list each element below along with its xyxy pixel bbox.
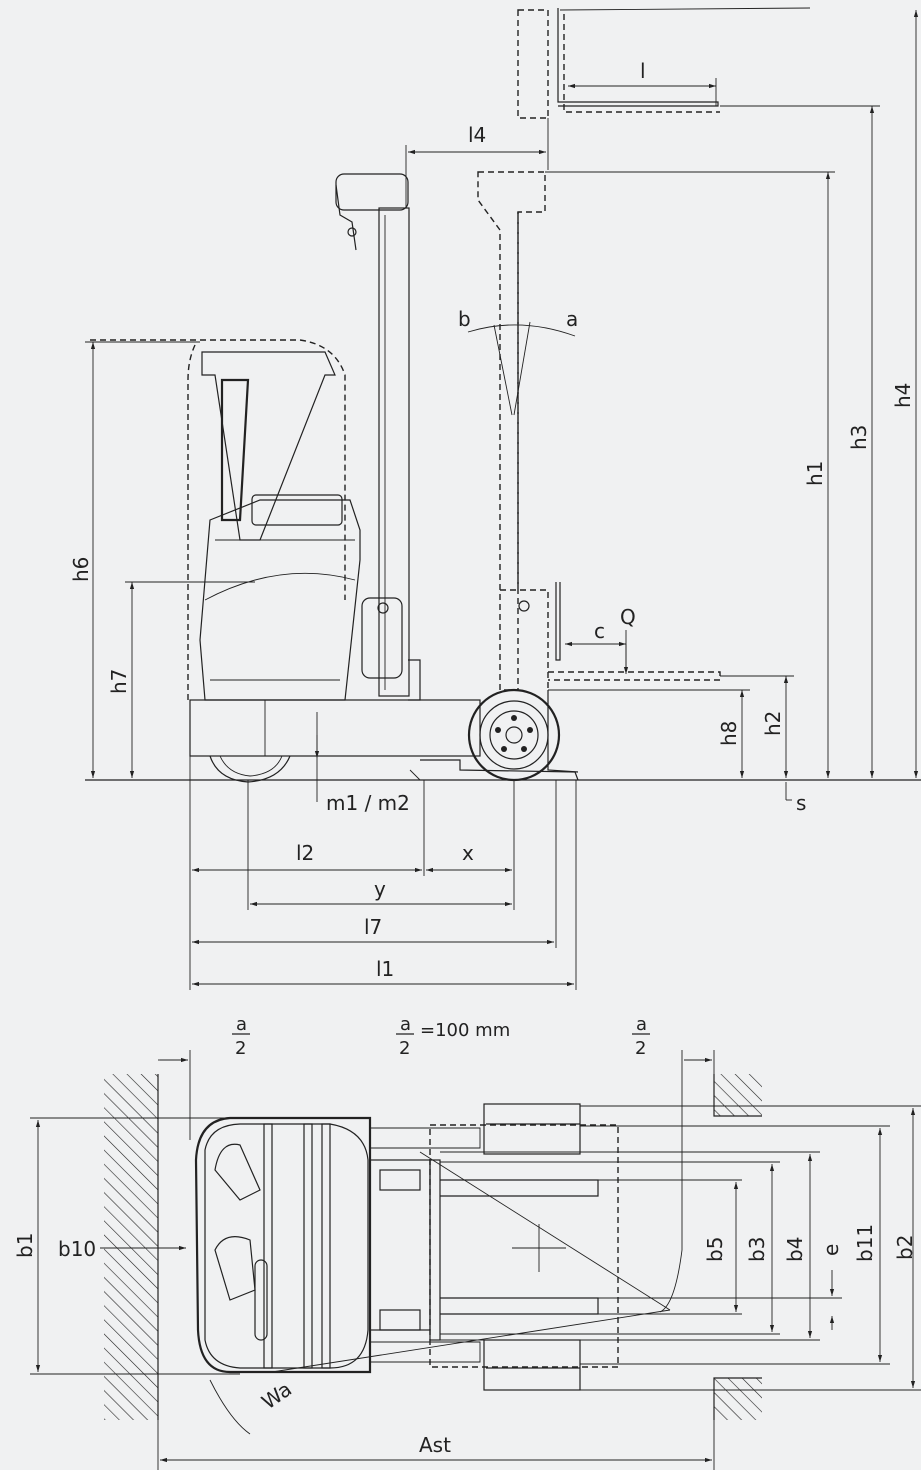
frac-right-den: 2 <box>635 1038 646 1059</box>
length-dimensions <box>189 756 577 990</box>
label-b: b <box>458 307 471 331</box>
label-h4: h4 <box>891 383 915 408</box>
height-dimensions <box>85 10 919 802</box>
overhead-guard <box>90 339 346 700</box>
forks-top <box>271 1103 683 1391</box>
label-h2: h2 <box>761 711 785 736</box>
label-l7: l7 <box>364 915 382 939</box>
wall-right-bottom <box>714 1378 762 1420</box>
top-view: a 2 a 2 =100 mm a 2 b10 Ast Wa b1 b5 b3 … <box>13 1014 921 1470</box>
label-h8: h8 <box>717 721 741 746</box>
truck-top-outline <box>194 1116 481 1374</box>
label-b11: b11 <box>853 1224 877 1262</box>
load-outline <box>429 1124 619 1368</box>
frac-mid-num: a <box>400 1014 411 1035</box>
label-l2: l2 <box>296 841 314 865</box>
frac-left-den: 2 <box>235 1038 246 1059</box>
frac-left-num: a <box>236 1014 247 1035</box>
load-wheel <box>467 688 561 782</box>
label-l4: l4 <box>468 123 486 147</box>
frac-mid-den: 2 <box>399 1038 410 1059</box>
label-b10: b10 <box>58 1237 96 1261</box>
label-Q: Q <box>620 605 636 629</box>
drive-wheel <box>209 755 291 783</box>
wa-arc <box>209 1379 251 1435</box>
label-Ast: Ast <box>419 1433 451 1457</box>
label-h6: h6 <box>69 557 93 582</box>
label-h3: h3 <box>847 425 871 450</box>
truck-body <box>189 494 579 781</box>
frac-right-num: a <box>636 1014 647 1035</box>
label-e: e <box>819 1244 843 1256</box>
fraction-left: a 2 <box>232 1014 250 1059</box>
wall-right-top <box>714 1074 762 1116</box>
label-a: a <box>566 307 578 331</box>
label-m1m2: m1 / m2 <box>326 791 410 815</box>
wall-left <box>104 1074 158 1420</box>
raised-fork <box>517 7 811 119</box>
label-l1: l1 <box>376 957 394 981</box>
label-b3: b3 <box>745 1237 769 1262</box>
reach-mast-dashed <box>467 171 835 691</box>
label-s: s <box>796 791 806 815</box>
label-h1: h1 <box>803 461 827 486</box>
fraction-right: a 2 <box>632 1014 650 1059</box>
side-view: l l4 b a c Q s m1 / m2 l2 x y l7 l1 h6 h… <box>69 7 921 990</box>
label-Wa: Wa <box>257 1377 296 1414</box>
frac-mid-eq: =100 mm <box>420 1020 510 1041</box>
label-b1: b1 <box>13 1233 37 1258</box>
fraction-mid: a 2 =100 mm <box>396 1014 510 1059</box>
label-l: l <box>640 59 646 83</box>
label-b4: b4 <box>783 1237 807 1262</box>
top-dimensions <box>30 1105 921 1470</box>
label-b2: b2 <box>893 1235 917 1260</box>
mast <box>335 145 410 697</box>
label-x: x <box>462 841 474 865</box>
label-c: c <box>594 619 605 643</box>
label-b5: b5 <box>703 1237 727 1262</box>
label-y: y <box>374 877 386 901</box>
label-h7: h7 <box>107 669 131 694</box>
fork-lowered <box>547 690 579 773</box>
